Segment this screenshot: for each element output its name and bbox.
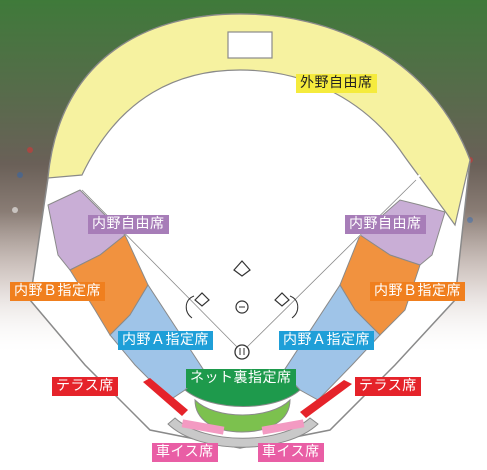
label-terrace-right[interactable]: テラス席 — [355, 377, 421, 396]
label-terrace-left[interactable]: テラス席 — [52, 377, 118, 396]
label-infield-b-left[interactable]: 内野Ｂ指定席 — [10, 282, 105, 301]
scoreboard — [227, 31, 273, 59]
label-wheelchair-left[interactable]: 車イス席 — [152, 443, 218, 462]
label-infield-free-left[interactable]: 内野自由席 — [88, 215, 169, 234]
label-infield-a-right[interactable]: 内野Ａ指定席 — [279, 331, 374, 350]
label-infield-a-left[interactable]: 内野Ａ指定席 — [118, 331, 213, 350]
second-base — [233, 260, 251, 277]
label-wheelchair-right[interactable]: 車イス席 — [258, 443, 324, 462]
third-base — [194, 292, 210, 307]
first-dugout — [289, 295, 299, 319]
wheelchair-seats-right[interactable] — [261, 419, 305, 435]
first-base — [274, 292, 290, 307]
label-outfield-free-seats[interactable]: 外野自由席 — [296, 74, 377, 93]
label-infield-free-right[interactable]: 内野自由席 — [345, 215, 426, 234]
outfield-free-seats[interactable] — [47, 13, 471, 227]
label-net-back-reserved[interactable]: ネット裏指定席 — [186, 369, 296, 388]
label-infield-b-right[interactable]: 内野Ｂ指定席 — [370, 282, 465, 301]
terrace-seats-left[interactable] — [143, 378, 188, 416]
wheelchair-seats-left[interactable] — [181, 419, 225, 435]
home-plate — [234, 344, 250, 360]
concourse — [167, 417, 319, 448]
third-dugout — [185, 295, 195, 319]
pitchers-mound — [235, 300, 249, 314]
terrace-seats-right[interactable] — [300, 380, 352, 418]
